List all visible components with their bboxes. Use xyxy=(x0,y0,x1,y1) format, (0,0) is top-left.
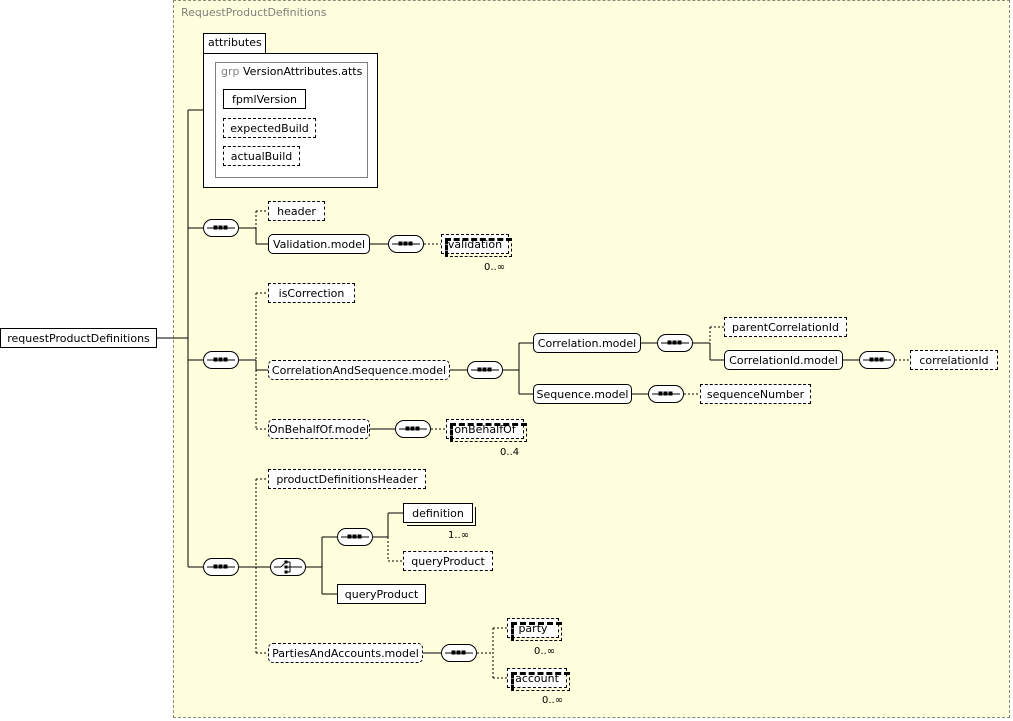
sequence-compositor-icon[interactable] xyxy=(203,351,239,369)
element-party[interactable]: party xyxy=(507,618,562,641)
element-sequencenumber[interactable]: sequenceNumber xyxy=(700,384,811,404)
account-occurrence: 0..∞ xyxy=(542,695,564,706)
attributes-tab: attributes xyxy=(203,33,266,53)
element-queryproduct[interactable]: queryProduct xyxy=(337,584,426,604)
party-occurrence: 0..∞ xyxy=(534,646,556,657)
model-sequence[interactable]: Sequence.model xyxy=(533,384,632,404)
attribute-fpmlversion[interactable]: fpmlVersion xyxy=(223,89,306,109)
sequence-compositor-icon[interactable] xyxy=(203,558,239,576)
element-header[interactable]: header xyxy=(268,201,325,221)
element-queryproduct-optional[interactable]: queryProduct xyxy=(403,551,493,571)
model-validation[interactable]: Validation.model xyxy=(268,234,370,254)
choice-compositor-icon[interactable] xyxy=(270,558,306,576)
attribute-actualbuild[interactable]: actualBuild xyxy=(223,146,300,166)
sequence-compositor-icon[interactable] xyxy=(337,528,373,546)
element-correlationid[interactable]: correlationId xyxy=(910,350,998,370)
sequence-compositor-icon[interactable] xyxy=(657,334,693,352)
sequence-compositor-icon[interactable] xyxy=(203,219,239,237)
attribute-group-name: VersionAttributes.atts xyxy=(243,65,363,78)
definition-occurrence: 1..∞ xyxy=(448,530,470,541)
model-partiesandaccounts[interactable]: PartiesAndAccounts.model xyxy=(268,643,423,663)
element-definition[interactable]: definition xyxy=(403,503,476,526)
complex-type-title: RequestProductDefinitions xyxy=(181,6,327,19)
element-iscorrection[interactable]: isCorrection xyxy=(268,283,355,303)
model-correlationid[interactable]: CorrelationId.model xyxy=(724,350,843,370)
onbehalfof-occurrence: 0..4 xyxy=(500,447,520,458)
sequence-compositor-icon[interactable] xyxy=(648,385,684,403)
sequence-compositor-icon[interactable] xyxy=(441,644,477,662)
sequence-compositor-icon[interactable] xyxy=(467,361,503,379)
model-correlationandsequence[interactable]: CorrelationAndSequence.model xyxy=(268,360,450,380)
attribute-expectedbuild[interactable]: expectedBuild xyxy=(223,118,316,138)
sequence-compositor-icon[interactable] xyxy=(388,235,424,253)
element-parentcorrelationid[interactable]: parentCorrelationId xyxy=(724,317,847,337)
sequence-compositor-icon[interactable] xyxy=(395,420,431,438)
element-onbehalfof[interactable]: onBehalfOf xyxy=(446,419,527,442)
attributes-tab-label: attributes xyxy=(208,36,262,49)
model-onbehalfof[interactable]: OnBehalfOf.model xyxy=(268,419,370,439)
element-account[interactable]: account xyxy=(507,668,570,691)
sequence-compositor-icon[interactable] xyxy=(859,351,895,369)
attribute-group-prefix: grp xyxy=(221,65,240,78)
root-element-requestproductdefinitions[interactable]: requestProductDefinitions xyxy=(0,328,157,348)
validation-occurrence: 0..∞ xyxy=(484,262,506,273)
element-productdefinitionsheader[interactable]: productDefinitionsHeader xyxy=(268,469,426,489)
model-correlation[interactable]: Correlation.model xyxy=(533,333,641,353)
element-validation[interactable]: validation xyxy=(441,234,512,257)
